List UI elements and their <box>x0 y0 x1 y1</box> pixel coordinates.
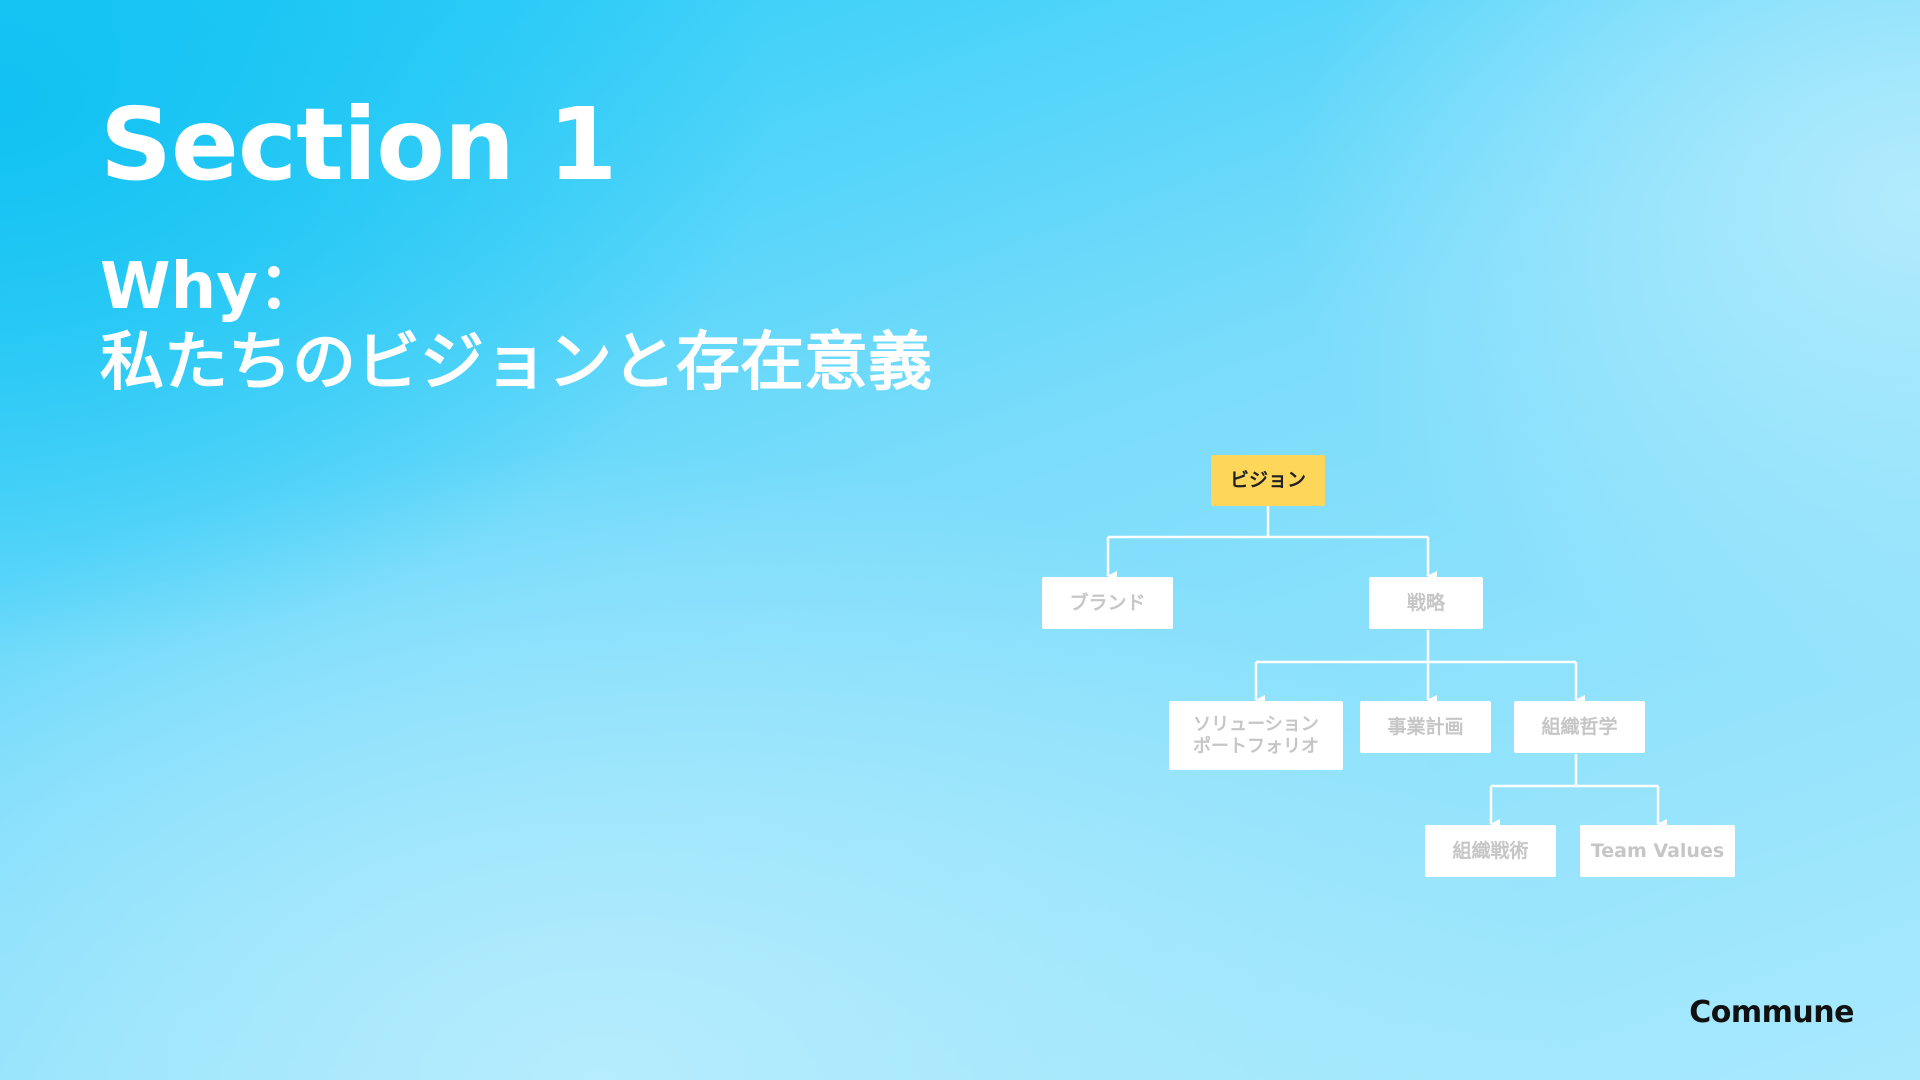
node-vision: ビジョン <box>1211 455 1325 506</box>
section-subtitle: Why： 私たちのビジョンと存在意義 <box>100 250 932 401</box>
node-team-values: Team Values <box>1580 825 1735 877</box>
subtitle-line-1: Why： <box>100 250 322 324</box>
section-title: Section 1 <box>100 86 617 203</box>
node-brand: ブランド <box>1042 577 1173 629</box>
node-strategy: 戦略 <box>1369 577 1483 629</box>
node-org-tactics: 組織戦術 <box>1425 825 1556 877</box>
commune-logo: Commune <box>1689 995 1854 1030</box>
subtitle-line-2: 私たちのビジョンと存在意義 <box>100 325 932 400</box>
node-org-philosophy: 組織哲学 <box>1514 701 1645 753</box>
node-solution-line-2: ポートフォリオ <box>1193 735 1319 757</box>
node-business-plan: 事業計画 <box>1360 701 1491 753</box>
node-solution-portfolio: ソリューション ポートフォリオ <box>1169 701 1343 770</box>
node-solution-line-1: ソリューション <box>1193 713 1319 735</box>
